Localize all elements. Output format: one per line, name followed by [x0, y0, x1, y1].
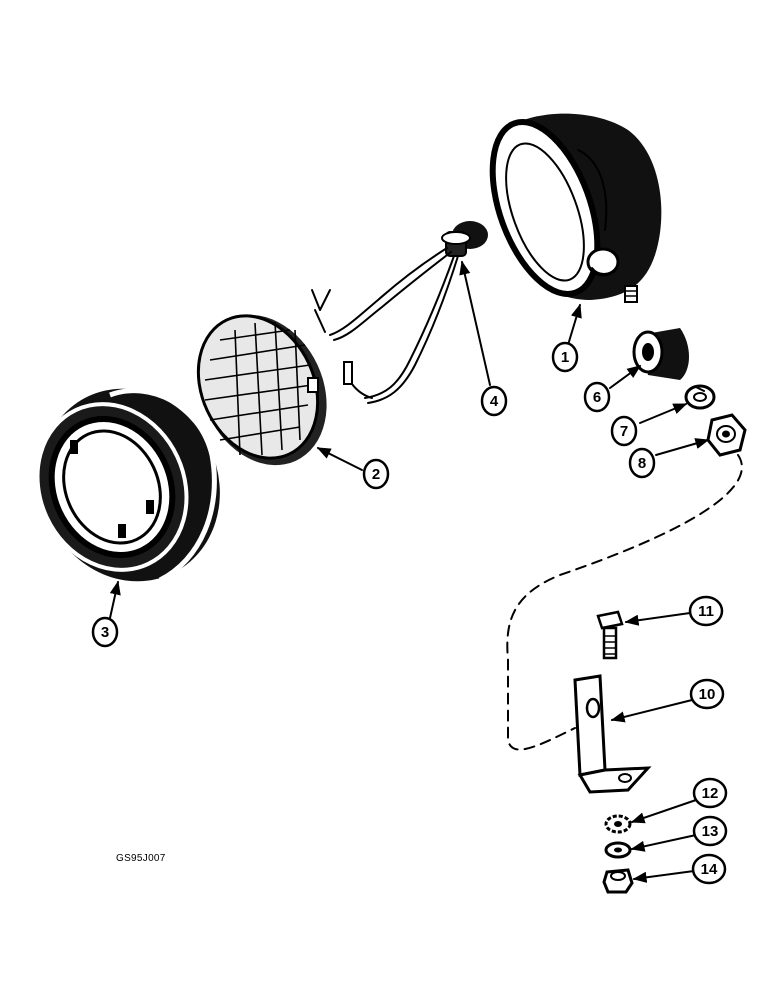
callout-6-label: 6: [593, 389, 601, 406]
leader-12: [630, 799, 697, 824]
hex-nut-part: [706, 413, 747, 457]
socket-harness-part: [311, 221, 488, 404]
leader-13: [630, 834, 697, 852]
drawing-code-label: GS95J007: [116, 853, 166, 864]
small-nut-part: [602, 868, 634, 894]
callout-1: 1: [551, 341, 579, 373]
flat-washer-part: [604, 841, 632, 859]
bolt-part: [596, 610, 624, 660]
callout-3-label: 3: [101, 624, 109, 641]
callout-8-label: 8: [638, 455, 646, 472]
callout-4: 4: [480, 385, 508, 417]
leader-lines: [109, 260, 710, 883]
callout-2: 2: [362, 458, 390, 490]
callout-2-label: 2: [372, 466, 380, 483]
leader-1: [567, 303, 582, 346]
lock-washer-part: [684, 384, 716, 410]
callout-14: 14: [691, 853, 727, 885]
leader-3: [109, 580, 121, 619]
leader-6: [609, 365, 642, 389]
angle-bracket-part: [573, 674, 652, 794]
leader-14: [632, 870, 695, 883]
sealed-beam-lens-part: [196, 314, 327, 466]
leader-7: [639, 403, 688, 424]
callout-10: 10: [689, 678, 725, 710]
callout-13: 13: [692, 815, 728, 847]
leader-8: [655, 438, 710, 456]
leader-11: [624, 612, 691, 626]
callout-14-label: 14: [701, 861, 718, 878]
leader-4: [459, 260, 491, 386]
callout-12: 12: [692, 777, 728, 809]
callout-7-label: 7: [620, 423, 628, 440]
star-washer-part: [604, 814, 632, 834]
callout-8: 8: [628, 447, 656, 479]
spacer-part: [632, 328, 689, 380]
callout-7: 7: [610, 415, 638, 447]
callout-10-label: 10: [699, 686, 716, 703]
bezel-ring-part: [35, 388, 220, 583]
callout-6: 6: [583, 381, 611, 413]
callout-3: 3: [91, 616, 119, 648]
leader-10: [610, 699, 693, 723]
callout-4-label: 4: [490, 393, 499, 410]
callout-11-label: 11: [698, 603, 714, 620]
callout-13-label: 13: [702, 823, 719, 840]
callout-11: 11: [688, 595, 724, 627]
leader-2: [316, 447, 363, 471]
lamp-housing-part: [489, 113, 662, 303]
callout-1-label: 1: [561, 349, 569, 366]
callout-12-label: 12: [702, 785, 719, 802]
assembly-dashed-line: [506, 454, 743, 751]
